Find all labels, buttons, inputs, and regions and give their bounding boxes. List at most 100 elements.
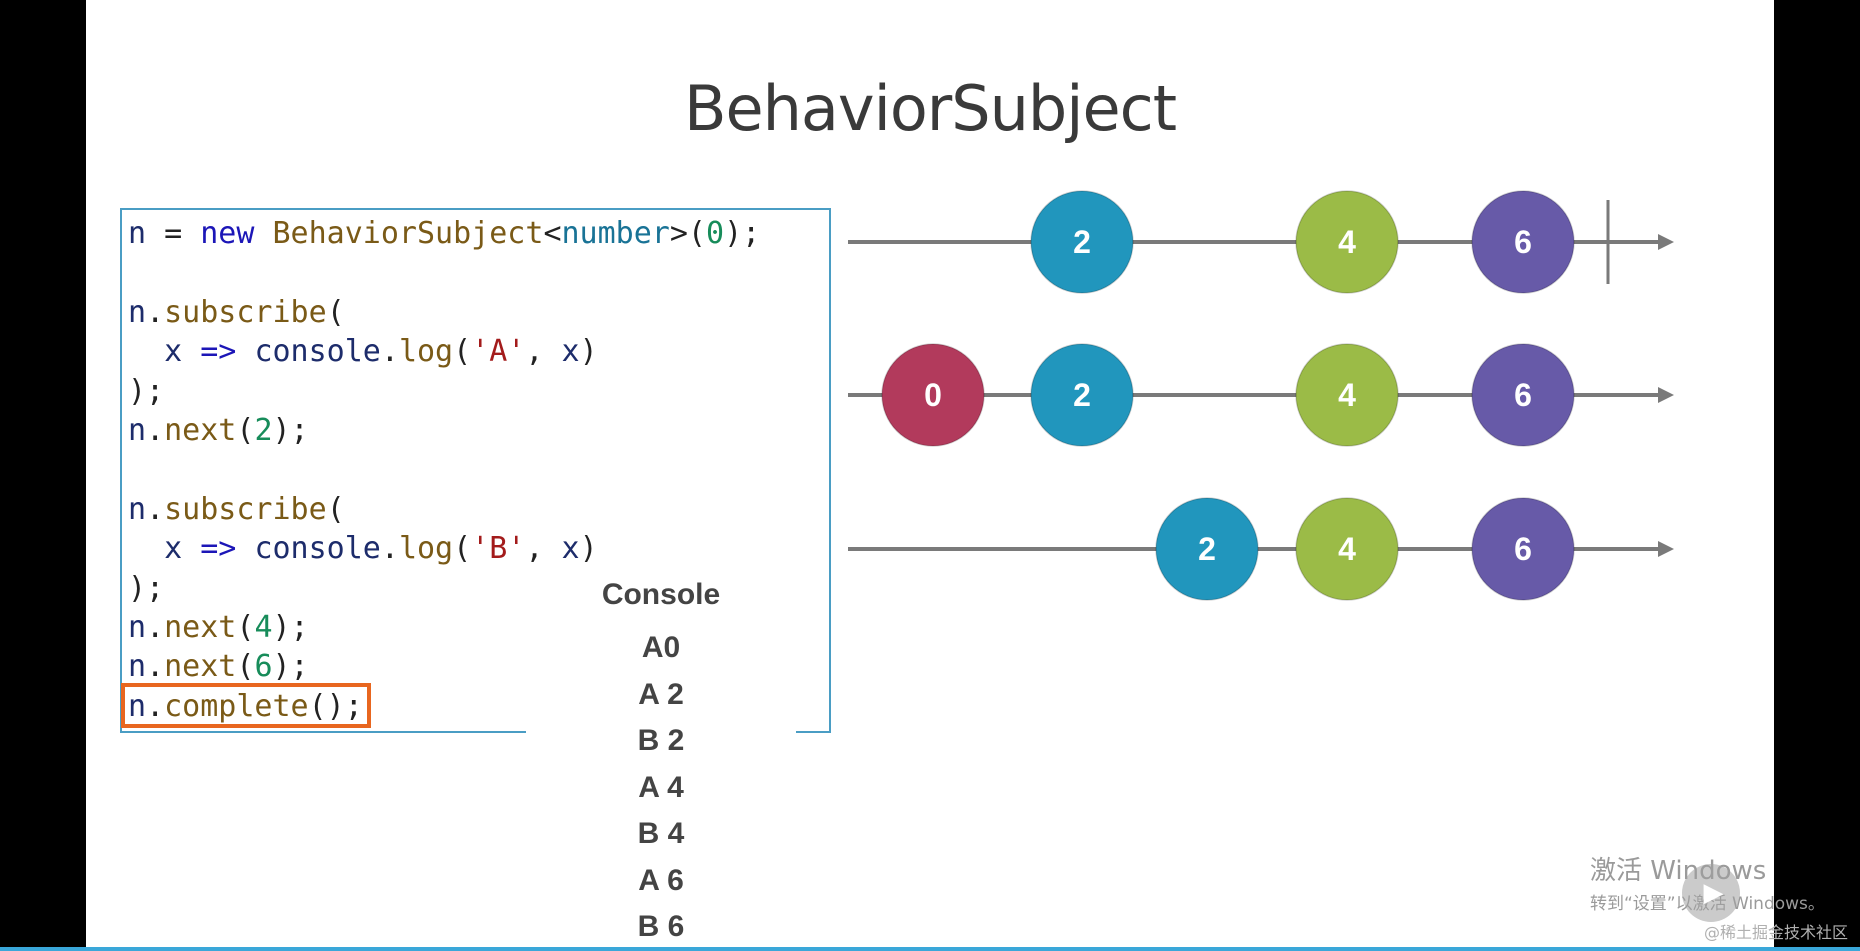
code-token: next <box>164 412 237 448</box>
marble <box>1471 343 1575 447</box>
code-token: . <box>146 609 165 645</box>
code-token: log <box>398 334 454 370</box>
code-token: . <box>146 491 165 527</box>
code-token: ) <box>579 334 598 370</box>
code-token: n <box>128 294 147 330</box>
marble-value: 4 <box>1338 377 1356 413</box>
code-token: => <box>200 531 237 567</box>
code-line: n.next(4); <box>128 608 760 647</box>
code-token: ( <box>236 649 255 685</box>
timeline-arrow <box>1658 541 1674 557</box>
marble <box>881 343 985 447</box>
code-token: ( <box>236 609 255 645</box>
code-token: . <box>146 649 165 685</box>
code-box <box>120 208 831 733</box>
code-token: ); <box>128 570 165 606</box>
slide-title: BehaviorSubject <box>683 72 1177 145</box>
code-token: . <box>380 334 399 370</box>
code-token: complete <box>164 688 309 724</box>
code-token: ( <box>453 334 472 370</box>
code-token: n <box>128 412 147 448</box>
code-token: n <box>128 491 147 527</box>
code-token: < <box>543 216 562 251</box>
code-token: => <box>200 334 237 370</box>
console-line: A 6 <box>638 863 684 897</box>
code-token: n <box>128 216 147 251</box>
code-token: console <box>254 531 381 567</box>
console-line: A0 <box>641 631 681 664</box>
marble <box>1295 497 1399 601</box>
marble <box>1155 497 1259 601</box>
code-token: 'A' <box>471 334 526 370</box>
code-token: ) <box>579 531 598 567</box>
code-token: . <box>380 531 399 567</box>
complete-call-highlight <box>121 683 371 728</box>
timeline-subscriber-b: 2 4 6 <box>848 497 1674 601</box>
code-token: , <box>525 334 562 370</box>
marble-value: 6 <box>1514 531 1532 567</box>
marble <box>1295 343 1399 447</box>
code-token: (); <box>308 688 363 724</box>
video-progress-bar[interactable] <box>0 947 1860 951</box>
code-token: ( <box>326 294 345 330</box>
code-token: 0 <box>706 216 725 251</box>
code-token: = <box>146 216 201 251</box>
code-token: 6 <box>254 649 273 685</box>
code-token: BehaviorSubject <box>272 216 544 251</box>
code-token: ( <box>326 491 345 527</box>
marble-value: 2 <box>1073 224 1091 260</box>
code-token: new <box>200 216 255 251</box>
code-token: subscribe <box>164 294 327 330</box>
play-button[interactable]: ▶ <box>1682 864 1740 922</box>
code-token: console <box>254 334 381 370</box>
timeline-arrow <box>1658 387 1674 403</box>
console-line: B 2 <box>637 724 685 757</box>
code-token: x <box>164 531 183 567</box>
code-token: 'B' <box>471 531 526 567</box>
code-token: 4 <box>254 609 273 645</box>
timeline-arrow <box>1658 234 1674 250</box>
code-token: n <box>128 649 147 685</box>
code-token: subscribe <box>164 491 327 527</box>
code-token: number <box>561 216 670 251</box>
marble-value: 6 <box>1514 377 1532 413</box>
code-line: n.subscribe( <box>128 293 760 332</box>
code-line: ); <box>128 372 760 411</box>
code-line: n.next(2); <box>128 411 760 450</box>
code-token: next <box>164 649 237 685</box>
code-token: 2 <box>254 412 273 448</box>
code-token: ( <box>236 412 255 448</box>
console-title: Console <box>601 578 721 611</box>
code-token: . <box>146 412 165 448</box>
console-line: A 4 <box>638 770 684 804</box>
play-icon: ▶ <box>1703 878 1724 908</box>
code-token: n <box>128 609 147 645</box>
marble-value: 4 <box>1338 224 1356 260</box>
slide: BehaviorSubject n = new BehaviorSubject<… <box>86 0 1774 951</box>
code-block: n = new BehaviorSubject<number>(0);n.sub… <box>128 214 760 726</box>
code-token: n <box>128 688 147 724</box>
console-line: A 2 <box>638 677 684 711</box>
code-line: x => console.log('A', x) <box>128 332 760 371</box>
code-line: ); <box>128 569 760 608</box>
code-token: ); <box>272 649 309 685</box>
marble-value: 2 <box>1198 531 1216 567</box>
code-token: . <box>146 294 165 330</box>
code-token: next <box>164 609 237 645</box>
code-token: x <box>164 334 183 370</box>
code-line: n = new BehaviorSubject<number>(0); <box>128 214 760 253</box>
marble <box>1471 190 1575 294</box>
code-token: x <box>561 334 580 370</box>
console-line: B 4 <box>637 817 685 850</box>
code-line: n.subscribe( <box>128 490 760 529</box>
code-token: ); <box>272 609 309 645</box>
marble <box>1471 497 1575 601</box>
marble-value: 2 <box>1073 377 1091 413</box>
marble-value: 4 <box>1338 531 1356 567</box>
code-token: , <box>525 531 562 567</box>
